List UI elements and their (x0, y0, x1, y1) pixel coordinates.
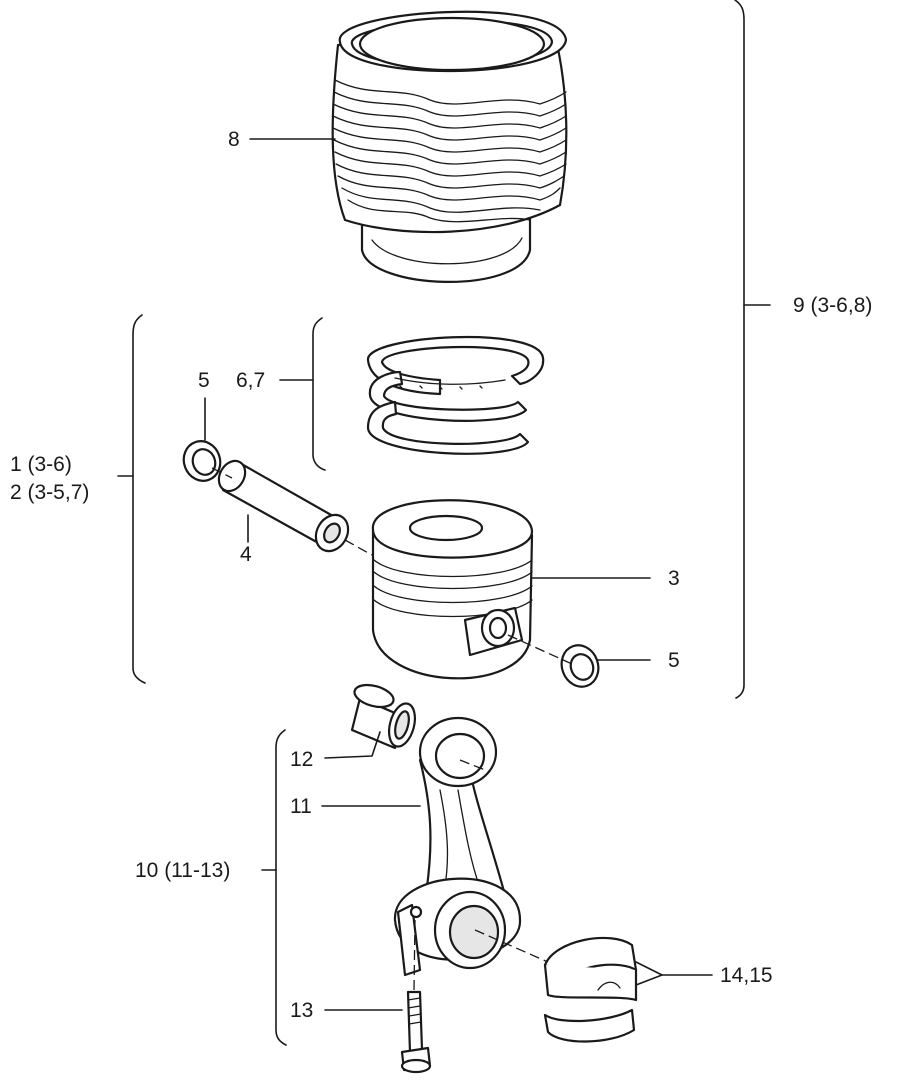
bearing-shells (543, 936, 638, 1043)
labels: 8 9 (3-6,8) 6,7 5 1 (3-6) 2 (3-5,7) 4 3 … (10, 128, 872, 1022)
label-bushing: 12 (290, 748, 313, 771)
rod-bolt (400, 990, 432, 1074)
label-piston-kit-1: 1 (3-6) (10, 453, 72, 476)
center-lines (211, 467, 573, 991)
label-pin: 4 (240, 543, 252, 566)
cylinder (331, 10, 568, 283)
label-bearing-shells: 14,15 (720, 964, 773, 987)
circlip-right (560, 644, 600, 688)
circlip-left (182, 440, 222, 482)
piston (371, 499, 534, 680)
label-bolt: 13 (290, 999, 313, 1022)
label-piston: 3 (668, 567, 680, 590)
label-circlip-left: 5 (198, 369, 210, 392)
leader-lines (204, 138, 713, 1011)
label-circlip-right: 5 (668, 649, 680, 672)
label-piston-kit-2: 2 (3-5,7) (10, 481, 89, 504)
small-end-bushing (350, 683, 417, 750)
label-cylinder-kit: 9 (3-6,8) (793, 294, 872, 317)
brackets (117, 0, 771, 1046)
piston-pin (217, 459, 350, 553)
connecting-rod (393, 716, 522, 977)
label-rings: 6,7 (236, 369, 265, 392)
label-cylinder: 8 (228, 128, 240, 151)
label-rod-assembly: 10 (11-13) (135, 859, 230, 882)
piston-rings (366, 335, 545, 455)
label-rod: 11 (290, 795, 312, 818)
